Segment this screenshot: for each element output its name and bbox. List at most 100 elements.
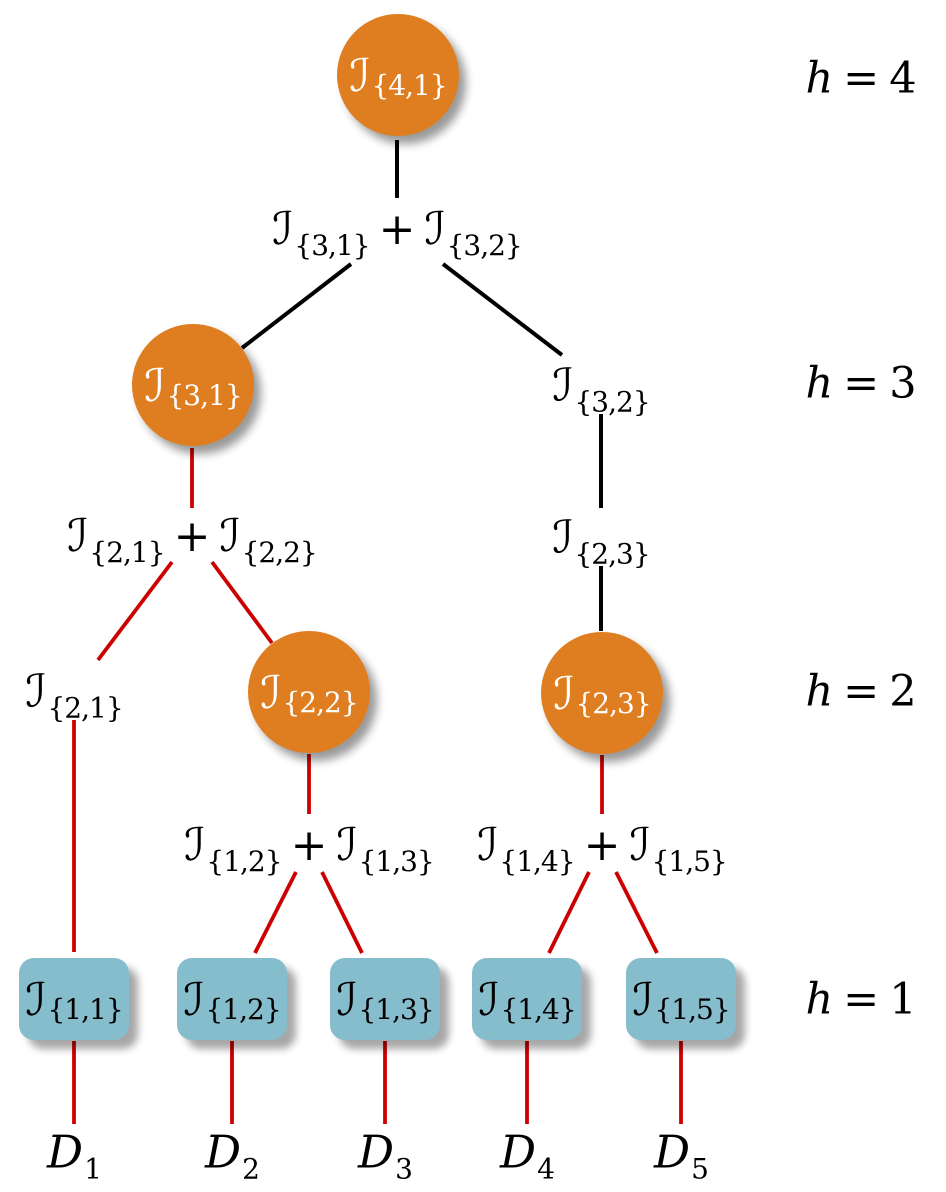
node-subscript: {2,3} — [575, 687, 651, 720]
sum-left-symbol: ℐ — [477, 818, 499, 871]
edge-sum_h1b-I14 — [547, 871, 591, 954]
sum-right-subscript: {3,2} — [446, 229, 523, 262]
node-square-I14: ℐ{1,4} — [472, 958, 582, 1040]
level-label-h2: h=2 — [805, 670, 916, 714]
node-subscript: {3,2} — [574, 385, 650, 419]
sum-left-symbol: ℐ — [184, 818, 206, 871]
sum-label-h1-right: ℐ{1,4}+ℐ{1,5} — [477, 820, 728, 876]
node-subscript: {1,5} — [654, 993, 730, 1026]
sum-right-subscript: {1,3} — [358, 845, 435, 878]
node-square-I13: ℐ{1,3} — [330, 958, 440, 1040]
sum-left-subscript: {1,4} — [499, 845, 575, 878]
node-symbol: ℐ — [260, 665, 282, 719]
node-subscript: {2,1} — [47, 691, 123, 725]
sum-left-subscript: {3,1} — [294, 229, 370, 262]
node-symbol: ℐ — [552, 510, 574, 564]
sum-label-h3: ℐ{3,1}+ℐ{3,2} — [272, 204, 523, 260]
node-square-I12: ℐ{1,2} — [177, 958, 287, 1040]
node-symbol: ℐ — [349, 48, 371, 102]
node-subscript: {3,1} — [166, 379, 242, 412]
dataset-subscript: 2 — [242, 1152, 260, 1186]
level-symbol: h — [805, 53, 834, 104]
node-subscript: {4,1} — [371, 69, 447, 102]
level-symbol: h — [805, 974, 834, 1025]
equals-sign: = — [843, 974, 880, 1025]
edge-sum_h1b-I15 — [614, 871, 659, 954]
edge-sum_h1a-I12 — [253, 871, 298, 954]
dataset-symbol: D — [500, 1125, 537, 1179]
equals-sign: = — [843, 358, 880, 409]
sum-label-h2: ℐ{2,1}+ℐ{2,2} — [67, 511, 318, 567]
level-value: 3 — [889, 358, 917, 409]
node-text-I23: ℐ{2,3} — [552, 515, 650, 569]
node-subscript: {1,4} — [500, 993, 576, 1026]
node-subscript: {1,1} — [47, 993, 123, 1026]
sum-right-symbol: ℐ — [336, 818, 358, 871]
sum-left-symbol: ℐ — [67, 509, 89, 562]
node-text-I32: ℐ{3,2} — [552, 363, 650, 417]
edge-sum_h3-I32 — [441, 262, 564, 357]
node-square-I15: ℐ{1,5} — [626, 958, 736, 1040]
level-value: 1 — [889, 974, 917, 1025]
node-symbol: ℐ — [25, 972, 47, 1026]
dataset-symbol: D — [205, 1125, 242, 1179]
plus-operator: + — [173, 511, 211, 562]
dataset-symbol: D — [358, 1125, 395, 1179]
edge-sum_h2-I21 — [96, 560, 174, 662]
node-symbol: ℐ — [336, 972, 358, 1026]
plus-operator: + — [290, 820, 328, 871]
node-subscript: {2,3} — [574, 537, 650, 571]
level-symbol: h — [805, 666, 834, 717]
level-label-h1: h=1 — [805, 978, 916, 1022]
plus-operator: + — [378, 204, 416, 255]
node-symbol: ℐ — [183, 972, 205, 1026]
sum-left-symbol: ℐ — [272, 202, 294, 255]
dataset-subscript: 3 — [395, 1152, 413, 1186]
equals-sign: = — [843, 53, 880, 104]
edge-sum_h3-I31 — [240, 262, 353, 350]
edge-sum_h1a-I13 — [320, 871, 364, 954]
sum-right-symbol: ℐ — [219, 509, 241, 562]
sum-right-subscript: {2,2} — [241, 536, 318, 569]
dataset-symbol: D — [654, 1125, 691, 1179]
node-circle-I41: ℐ{4,1} — [337, 14, 459, 136]
sum-right-subscript: {1,5} — [651, 845, 728, 878]
node-symbol: ℐ — [25, 664, 47, 718]
dataset-subscript: 5 — [691, 1152, 709, 1186]
dataset-label-D3: D3 — [358, 1130, 413, 1184]
sum-left-subscript: {1,2} — [206, 845, 282, 878]
edge-sum_h2-I22 — [210, 560, 274, 645]
node-subscript: {1,2} — [205, 993, 281, 1026]
node-circle-I31: ℐ{3,1} — [132, 324, 254, 446]
plus-operator: + — [583, 820, 621, 871]
equals-sign: = — [843, 666, 880, 717]
dataset-label-D1: D1 — [47, 1130, 102, 1184]
node-symbol: ℐ — [552, 358, 574, 412]
sum-right-symbol: ℐ — [629, 818, 651, 871]
level-label-h3: h=3 — [805, 362, 916, 406]
node-subscript: {2,2} — [282, 686, 358, 719]
node-symbol: ℐ — [478, 972, 500, 1026]
node-circle-I23: ℐ{2,3} — [541, 632, 663, 754]
level-value: 2 — [889, 666, 917, 717]
level-symbol: h — [805, 358, 834, 409]
sum-right-symbol: ℐ — [424, 202, 446, 255]
node-symbol: ℐ — [632, 972, 654, 1026]
node-text-I21: ℐ{2,1} — [25, 669, 123, 723]
dataset-subscript: 4 — [537, 1152, 555, 1186]
dataset-label-D4: D4 — [500, 1130, 555, 1184]
node-square-I11: ℐ{1,1} — [19, 958, 129, 1040]
sum-label-h1-left: ℐ{1,2}+ℐ{1,3} — [184, 820, 435, 876]
node-symbol: ℐ — [553, 666, 575, 720]
level-label-h4: h=4 — [805, 57, 916, 101]
dataset-subscript: 1 — [84, 1152, 102, 1186]
dataset-label-D2: D2 — [205, 1130, 260, 1184]
sum-left-subscript: {2,1} — [89, 536, 165, 569]
dataset-label-D5: D5 — [654, 1130, 709, 1184]
node-symbol: ℐ — [144, 358, 166, 412]
node-circle-I22: ℐ{2,2} — [248, 631, 370, 753]
node-subscript: {1,3} — [358, 993, 434, 1026]
level-value: 4 — [889, 53, 917, 104]
